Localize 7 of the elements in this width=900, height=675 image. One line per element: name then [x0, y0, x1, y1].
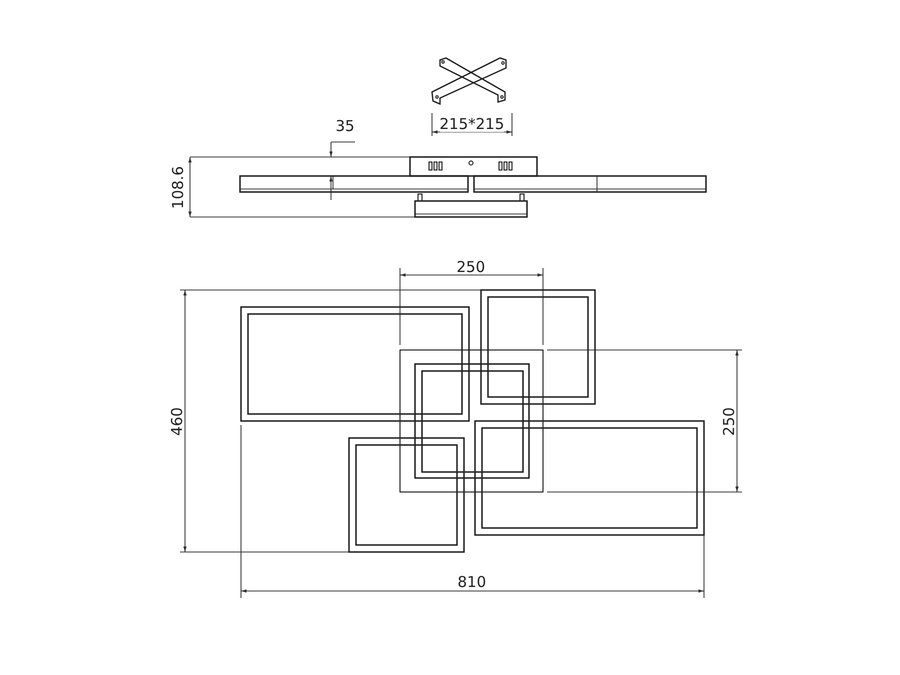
dimension-label: 215*215: [440, 116, 504, 132]
dimension-label: 810: [458, 574, 486, 590]
dimension-label: 250: [721, 406, 736, 436]
dimension-label: 460: [169, 406, 184, 436]
dimension-label: 250: [456, 260, 486, 274]
dimension-label: 35: [336, 118, 355, 134]
dimension-label: 108.6: [170, 166, 186, 208]
